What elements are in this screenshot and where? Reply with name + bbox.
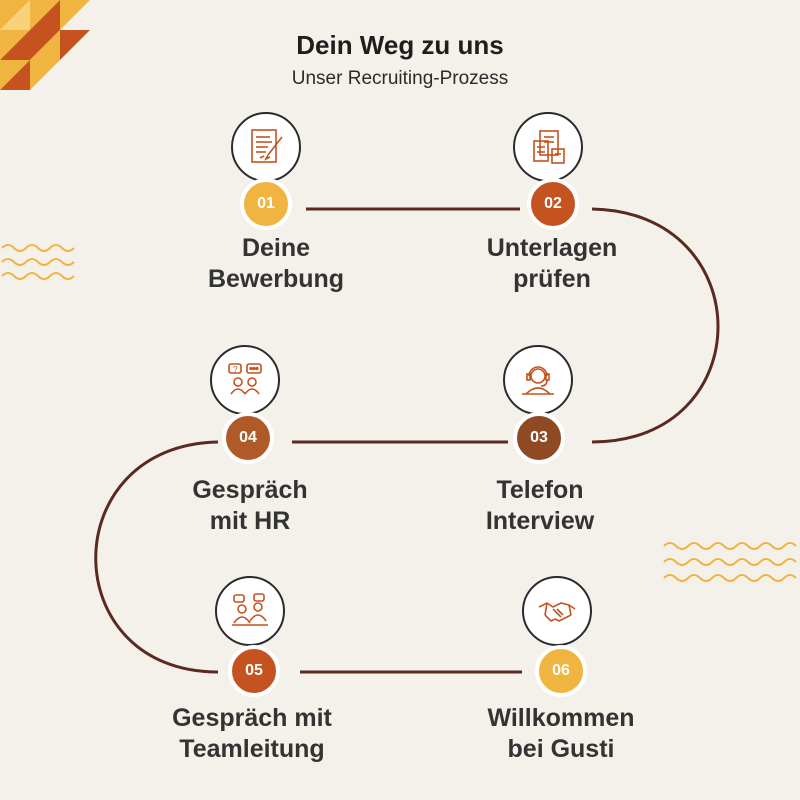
application-form-icon [231,112,301,182]
meeting-icon [215,576,285,646]
svg-text:?: ? [233,365,238,374]
step-label: Gespräch mit Teamleitung [172,704,332,763]
page-title: Dein Weg zu uns [296,30,504,60]
step-number-badge: 02 [527,178,579,230]
page-subtitle: Unser Recruiting-Prozess [291,68,509,89]
corner-triangles-decoration [0,0,90,90]
step-label: Willkommen bei Gusti [487,704,635,763]
handshake-icon [522,576,592,646]
wavy-lines-decoration-right [663,542,797,582]
step-number-badge: 04 [222,412,274,464]
document-review-icon [513,112,583,182]
step-number-badge: 01 [240,178,292,230]
step-label: Telefon Interview [485,476,595,535]
wavy-lines-decoration-left [1,244,75,280]
step-number-badge: 06 [535,645,587,697]
step-number-badge: 05 [228,645,280,697]
step-label: Deine Bewerbung [207,234,345,293]
step-label: Gespräch mit HR [192,476,308,535]
step-label: Unterlagen prüfen [486,234,618,293]
headset-operator-icon [503,345,573,415]
step-number-badge: 03 [513,412,565,464]
conversation-icon: ? [210,345,280,415]
